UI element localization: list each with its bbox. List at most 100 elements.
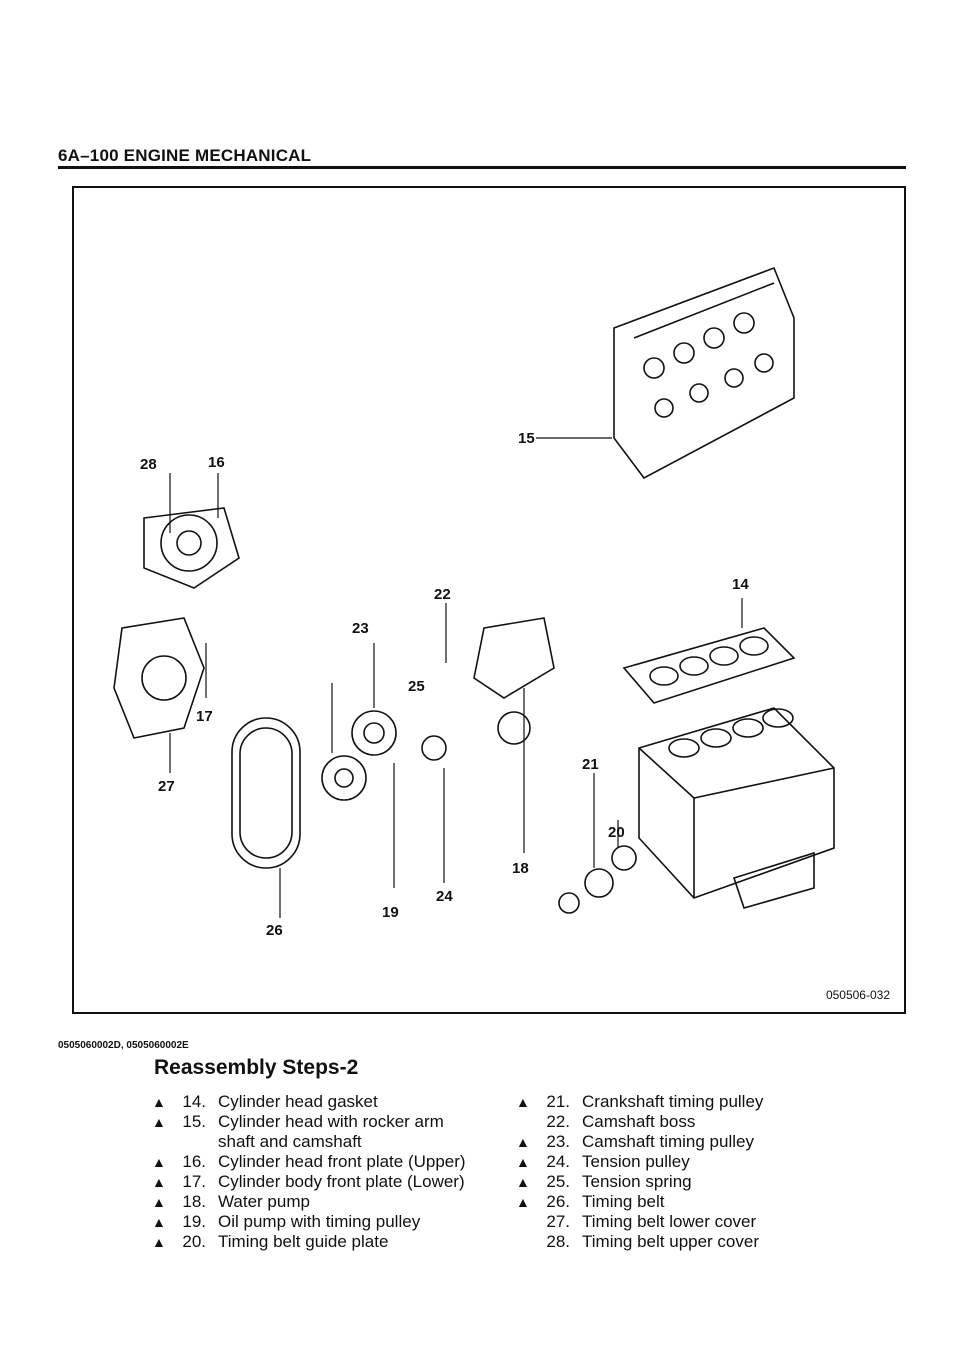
- callout-23: 23: [352, 620, 369, 637]
- important-mark: ▲: [152, 1194, 166, 1210]
- tension-pulley-drawing: [421, 735, 447, 761]
- step-text: Timing belt guide plate: [218, 1232, 389, 1251]
- step-number: [168, 1132, 218, 1152]
- callout-21: 21: [582, 756, 599, 773]
- step-text: shaft and camshaft: [218, 1132, 362, 1151]
- watermark-cover: [716, 1322, 960, 1358]
- step-item: 28. Timing belt upper cover: [516, 1232, 846, 1252]
- important-mark: ▲: [516, 1134, 530, 1150]
- figure-code: 050506-032: [825, 988, 890, 1002]
- document-ids: 0505060002D, 0505060002E: [58, 1040, 189, 1051]
- step-item: ▲ 15. Cylinder head with rocker arm: [152, 1112, 512, 1132]
- step-text: Tension spring: [582, 1172, 692, 1191]
- oil-pump-pulley-drawing: [321, 755, 367, 801]
- engine-exploded-diagram: [113, 266, 835, 918]
- callout-18: 18: [512, 860, 529, 877]
- important-mark: ▲: [516, 1154, 530, 1170]
- callout-15: 15: [518, 430, 535, 447]
- guide-plate-drawing: [611, 845, 637, 871]
- step-number: 22.: [546, 1112, 570, 1131]
- step-text: Timing belt: [582, 1192, 665, 1211]
- important-mark: [152, 1132, 168, 1152]
- timing-belt-drawing: [231, 717, 301, 869]
- step-text: Tension pulley: [582, 1152, 690, 1171]
- step-number: 18.: [182, 1192, 206, 1211]
- step-item: ▲ 25. Tension spring: [516, 1172, 846, 1192]
- step-item: 27. Timing belt lower cover: [516, 1212, 846, 1232]
- important-mark: ▲: [152, 1214, 166, 1230]
- step-number: 15.: [182, 1112, 206, 1131]
- step-text: Camshaft boss: [582, 1112, 696, 1131]
- cylinder-block-drawing: [638, 707, 835, 909]
- step-item: ▲ 21. Crankshaft timing pulley: [516, 1092, 846, 1112]
- callout-19: 19: [382, 904, 399, 921]
- callout-16: 16: [208, 454, 225, 471]
- step-number: 28.: [546, 1232, 570, 1251]
- step-item: ▲ 14. Cylinder head gasket: [152, 1092, 512, 1112]
- step-text: Water pump: [218, 1192, 310, 1211]
- step-item: shaft and camshaft: [152, 1132, 512, 1152]
- important-mark: ▲: [152, 1114, 166, 1130]
- important-mark: [516, 1232, 532, 1252]
- step-text: Cylinder body front plate (Lower): [218, 1172, 465, 1191]
- step-text: Cylinder head front plate (Upper): [218, 1152, 466, 1171]
- important-mark: ▲: [516, 1194, 530, 1210]
- page-header: 6A–100 ENGINE MECHANICAL: [58, 146, 312, 165]
- section-title: Reassembly Steps-2: [154, 1056, 359, 1079]
- step-text: Cylinder head gasket: [218, 1092, 378, 1111]
- exploded-view-figure: 28 16 17 27 26 23 22 25 19 24 18 21 20 1…: [72, 186, 906, 1014]
- header-rule: [58, 166, 906, 169]
- step-item: ▲ 20. Timing belt guide plate: [152, 1232, 512, 1252]
- camshaft-pulley-drawing: [351, 710, 397, 756]
- head-gasket-drawing: [622, 627, 796, 704]
- step-number: 20.: [182, 1232, 206, 1251]
- important-mark: ▲: [152, 1234, 166, 1250]
- step-number: 26.: [546, 1192, 570, 1211]
- important-mark: ▲: [152, 1154, 166, 1170]
- callout-27: 27: [158, 778, 175, 795]
- important-mark: ▲: [152, 1174, 166, 1190]
- step-number: 27.: [546, 1212, 570, 1231]
- cylinder-head-drawing: [613, 266, 795, 480]
- step-text: Timing belt upper cover: [582, 1232, 760, 1251]
- step-number: 16.: [182, 1152, 206, 1171]
- steps-list-right: ▲ 21. Crankshaft timing pulley 22. Camshaft…: [516, 1092, 846, 1252]
- callout-24: 24: [436, 888, 453, 905]
- step-item: ▲ 17. Cylinder body front plate (Lower): [152, 1172, 512, 1192]
- step-item: 22. Camshaft boss: [516, 1112, 846, 1132]
- step-item: ▲ 16. Cylinder head front plate (Upper): [152, 1152, 512, 1172]
- step-item: ▲ 19. Oil pump with timing pulley: [152, 1212, 512, 1232]
- front-plates-drawing: [113, 507, 240, 739]
- step-item: ▲ 23. Camshaft timing pulley: [516, 1132, 846, 1152]
- important-mark: [516, 1112, 532, 1132]
- callout-22: 22: [434, 586, 451, 603]
- important-mark: ▲: [152, 1094, 166, 1110]
- step-number: 25.: [546, 1172, 570, 1191]
- crankshaft-pulley-drawing: [584, 868, 614, 898]
- step-number: 19.: [182, 1212, 206, 1231]
- step-number: 17.: [182, 1172, 206, 1191]
- important-mark: ▲: [516, 1174, 530, 1190]
- important-mark: [516, 1212, 532, 1232]
- step-number: 21.: [546, 1092, 570, 1111]
- callout-17: 17: [196, 708, 213, 725]
- step-number: 14.: [182, 1092, 206, 1111]
- callout-26: 26: [266, 922, 283, 939]
- step-item: ▲ 18. Water pump: [152, 1192, 512, 1212]
- step-text: Camshaft timing pulley: [582, 1132, 754, 1151]
- step-text: Crankshaft timing pulley: [582, 1092, 764, 1111]
- callout-28: 28: [140, 456, 157, 473]
- callout-20: 20: [608, 824, 625, 841]
- step-text: Oil pump with timing pulley: [218, 1212, 421, 1231]
- callout-25: 25: [408, 678, 425, 695]
- step-number: 23.: [546, 1132, 570, 1151]
- step-text: Timing belt lower cover: [582, 1212, 757, 1231]
- callout-14: 14: [732, 576, 749, 593]
- important-mark: ▲: [516, 1094, 530, 1110]
- water-pump-drawing: [473, 617, 555, 699]
- step-item: ▲ 26. Timing belt: [516, 1192, 846, 1212]
- step-item: ▲ 24. Tension pulley: [516, 1152, 846, 1172]
- step-text: Cylinder head with rocker arm: [218, 1112, 444, 1131]
- steps-list-left: ▲ 14. Cylinder head gasket ▲ 15. Cylinder he…: [152, 1092, 512, 1252]
- step-number: 24.: [546, 1152, 570, 1171]
